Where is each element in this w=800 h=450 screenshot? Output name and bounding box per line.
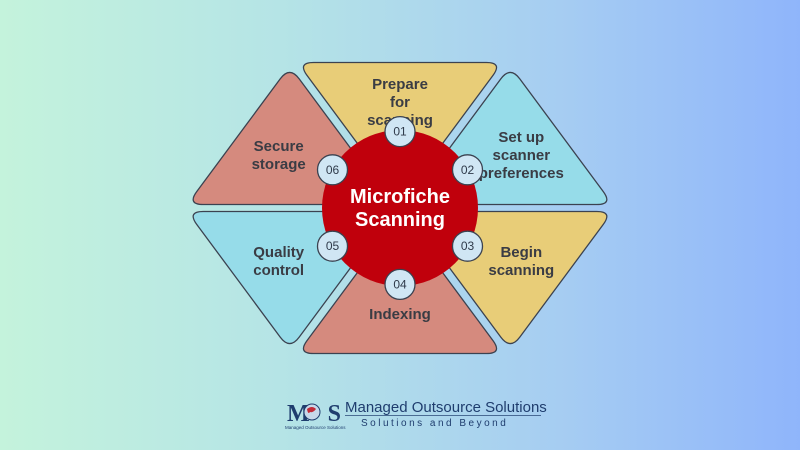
tagline-divider: [345, 415, 541, 416]
step-badge-02: [451, 154, 484, 186]
step-badge-05: [316, 230, 349, 262]
step-number-06: 06: [326, 163, 340, 177]
step-02-label-line-2: scanner: [493, 147, 551, 164]
step-number-04: 04: [393, 277, 407, 291]
step-01-label-line-1: Prepare: [372, 76, 428, 93]
step-06-label-line-1: Secure: [254, 138, 304, 155]
tagline: Solutions and Beyond: [361, 418, 509, 429]
company-name: Managed Outsource Solutions: [345, 399, 547, 416]
step-badge-06: [316, 154, 349, 186]
step-03-label-line-1: Begin: [500, 244, 542, 261]
step-badge-03: [451, 230, 484, 262]
step-01-label-line-2: for: [390, 94, 410, 111]
step-04-label-line-1: Indexing: [369, 306, 431, 323]
center-title-line1: Microfiche: [350, 186, 450, 208]
center-title-line2: Scanning: [355, 209, 445, 231]
company-logo: M S Managed Outsource Solutions Managed …: [283, 395, 547, 435]
logo-mark-subtitle: Managed Outsource Solutions: [285, 425, 346, 430]
step-number-05: 05: [326, 239, 340, 253]
step-number-03: 03: [461, 239, 475, 253]
step-05-label-line-1: Quality: [253, 244, 305, 261]
step-badges: 01 02 03 04 05 06: [316, 115, 484, 301]
step-05-label-line-2: control: [253, 262, 304, 279]
step-badge-04: [384, 268, 416, 301]
center-circle: [322, 130, 478, 286]
step-03-label-line-2: scanning: [488, 262, 554, 279]
step-02-label-line-3: preferences: [479, 165, 564, 182]
step-number-01: 01: [393, 125, 407, 139]
step-badge-01: [384, 115, 416, 148]
step-06-label-line-2: storage: [252, 156, 306, 173]
step-02-label-line-1: Set up: [498, 129, 544, 146]
globe-logo-icon: M S: [287, 401, 341, 427]
step-number-02: 02: [461, 163, 475, 177]
